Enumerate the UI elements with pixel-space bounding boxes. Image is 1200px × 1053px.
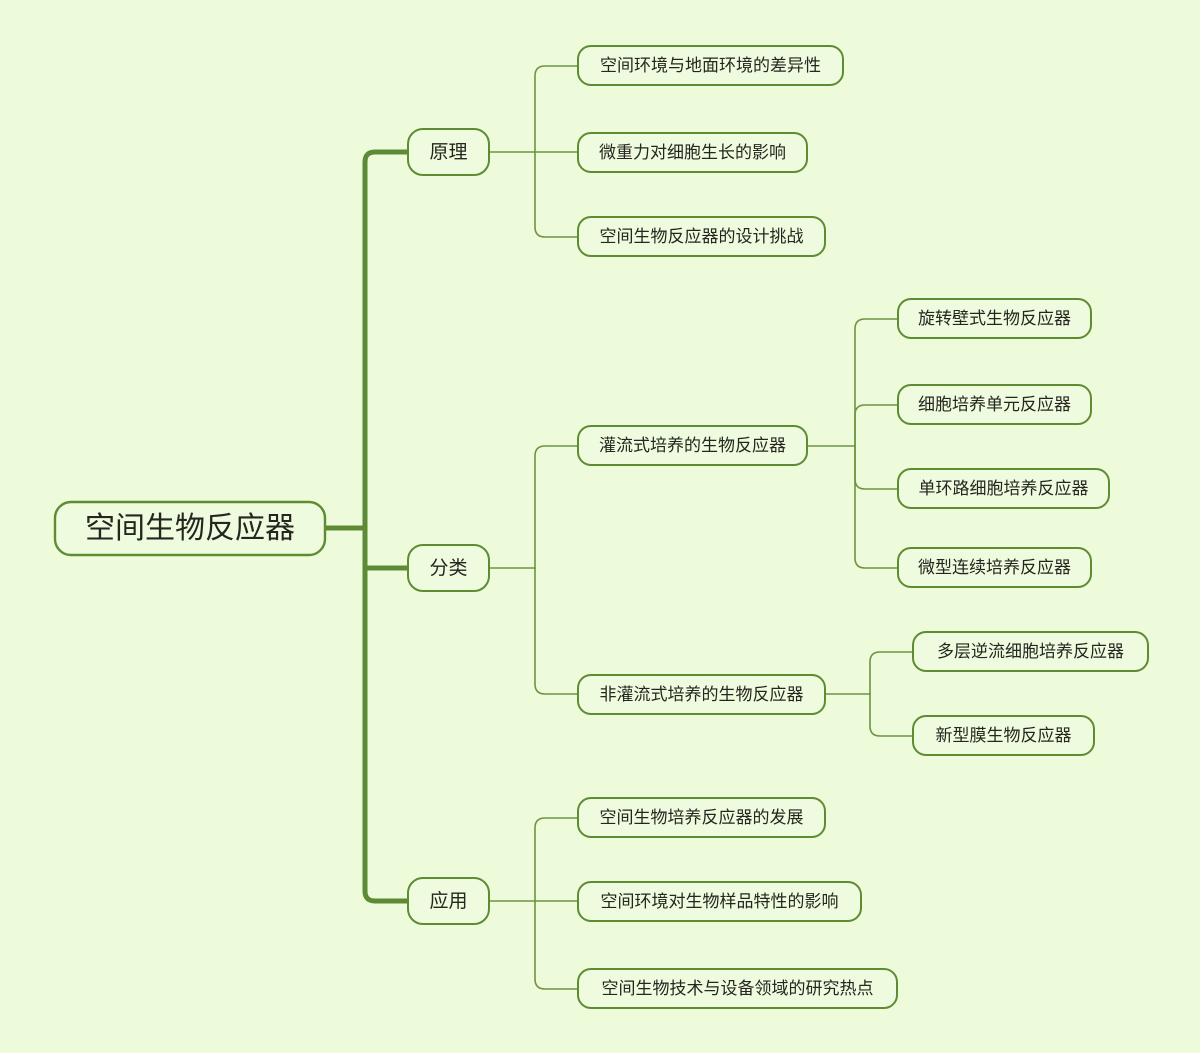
- leaf-node-perfusion-2-box: [897, 384, 1092, 425]
- leaf-node-perfusion-3-label: 单环路细胞培养反应器: [919, 479, 1089, 498]
- category-node-perfusion-label: 灌流式培养的生物反应器: [599, 436, 786, 455]
- leaf-node-nonperfusion-1[interactable]: 多层逆流细胞培养反应器: [912, 631, 1149, 672]
- branch-node-classification-box: [407, 544, 490, 592]
- branch-node-principle[interactable]: 原理: [407, 128, 490, 176]
- leaf-node-perfusion-1[interactable]: 旋转壁式生物反应器: [897, 298, 1092, 339]
- perfusion-link-1: [854, 318, 899, 447]
- leaf-node-perfusion-4[interactable]: 微型连续培养反应器: [897, 547, 1092, 588]
- category-node-perfusion[interactable]: 灌流式培养的生物反应器: [577, 425, 808, 466]
- nonperfusion-link-1: [869, 651, 914, 695]
- trunk-to-principle: [362, 149, 411, 531]
- nonperfusion-branch-links: [824, 651, 914, 737]
- application-link-3: [534, 900, 579, 990]
- application-link-1: [534, 817, 579, 902]
- leaf-node-application-1-box: [577, 797, 826, 838]
- perfusion-link-4: [854, 445, 899, 569]
- leaf-node-principle-1-box: [577, 45, 844, 86]
- trunk-links: [322, 149, 411, 904]
- leaf-node-principle-2-box: [577, 132, 808, 173]
- leaf-node-principle-3-box: [577, 216, 826, 257]
- leaf-node-perfusion-2-label: 细胞培养单元反应器: [918, 395, 1071, 414]
- branch-node-classification[interactable]: 分类: [407, 544, 490, 592]
- leaf-node-application-2[interactable]: 空间环境对生物样品特性的影响: [577, 881, 862, 922]
- root-node[interactable]: 空间生物反应器: [53, 500, 327, 557]
- leaf-node-application-1[interactable]: 空间生物培养反应器的发展: [577, 797, 826, 838]
- classification-link-2: [534, 567, 579, 695]
- leaf-node-perfusion-3-box: [897, 468, 1110, 509]
- branch-node-application-box: [407, 877, 490, 925]
- branch-node-classification-label: 分类: [429, 557, 467, 579]
- leaf-node-perfusion-3[interactable]: 单环路细胞培养反应器: [897, 468, 1110, 509]
- leaf-node-principle-2-label: 微重力对细胞生长的影响: [599, 143, 786, 162]
- trunk-to-application: [362, 525, 411, 904]
- category-node-nonperfusion-label: 非灌流式培养的生物反应器: [600, 685, 804, 704]
- perfusion-branch-links: [806, 318, 899, 569]
- root-node-label: 空间生物反应器: [85, 512, 295, 545]
- application-branch-links: [488, 817, 579, 990]
- leaf-node-principle-3[interactable]: 空间生物反应器的设计挑战: [577, 216, 826, 257]
- leaf-node-principle-2[interactable]: 微重力对细胞生长的影响: [577, 132, 808, 173]
- leaf-node-nonperfusion-1-box: [912, 631, 1149, 672]
- branch-node-application-label: 应用: [429, 890, 467, 912]
- leaf-node-application-3[interactable]: 空间生物技术与设备领域的研究热点: [577, 968, 898, 1009]
- principle-branch-links: [488, 65, 579, 238]
- principle-link-1: [534, 65, 579, 153]
- leaf-node-application-2-box: [577, 881, 862, 922]
- classification-link-1: [534, 445, 579, 569]
- perfusion-link-2: [854, 404, 899, 447]
- leaf-node-application-3-box: [577, 968, 898, 1009]
- leaf-node-perfusion-4-label: 微型连续培养反应器: [918, 558, 1071, 577]
- classification-branch-links: [488, 445, 579, 695]
- leaf-node-perfusion-1-label: 旋转壁式生物反应器: [918, 309, 1071, 328]
- branch-node-application[interactable]: 应用: [407, 877, 490, 925]
- category-node-nonperfusion-box: [577, 674, 826, 715]
- category-node-nonperfusion[interactable]: 非灌流式培养的生物反应器: [577, 674, 826, 715]
- leaf-node-nonperfusion-2-label: 新型膜生物反应器: [936, 726, 1072, 745]
- leaf-node-nonperfusion-2-box: [912, 715, 1095, 756]
- root-node-box: [53, 500, 327, 557]
- leaf-node-perfusion-2[interactable]: 细胞培养单元反应器: [897, 384, 1092, 425]
- branch-node-principle-box: [407, 128, 490, 176]
- leaf-node-application-1-label: 空间生物培养反应器的发展: [600, 808, 804, 827]
- nonperfusion-link-2: [869, 693, 914, 737]
- leaf-node-application-3-label: 空间生物技术与设备领域的研究热点: [602, 979, 874, 998]
- leaf-node-application-2-label: 空间环境对生物样品特性的影响: [601, 892, 839, 911]
- principle-link-3: [534, 151, 579, 238]
- leaf-node-perfusion-4-box: [897, 547, 1092, 588]
- category-node-perfusion-box: [577, 425, 808, 466]
- perfusion-link-3: [854, 445, 899, 490]
- branch-node-principle-label: 原理: [429, 142, 467, 163]
- trunk-to-classification: [362, 525, 411, 571]
- leaf-node-nonperfusion-2[interactable]: 新型膜生物反应器: [912, 715, 1095, 756]
- leaf-node-principle-1-label: 空间环境与地面环境的差异性: [600, 56, 821, 75]
- leaf-node-principle-3-label: 空间生物反应器的设计挑战: [600, 227, 804, 246]
- leaf-node-perfusion-1-box: [897, 298, 1092, 339]
- leaf-node-principle-1[interactable]: 空间环境与地面环境的差异性: [577, 45, 844, 86]
- leaf-node-nonperfusion-1-label: 多层逆流细胞培养反应器: [937, 642, 1124, 661]
